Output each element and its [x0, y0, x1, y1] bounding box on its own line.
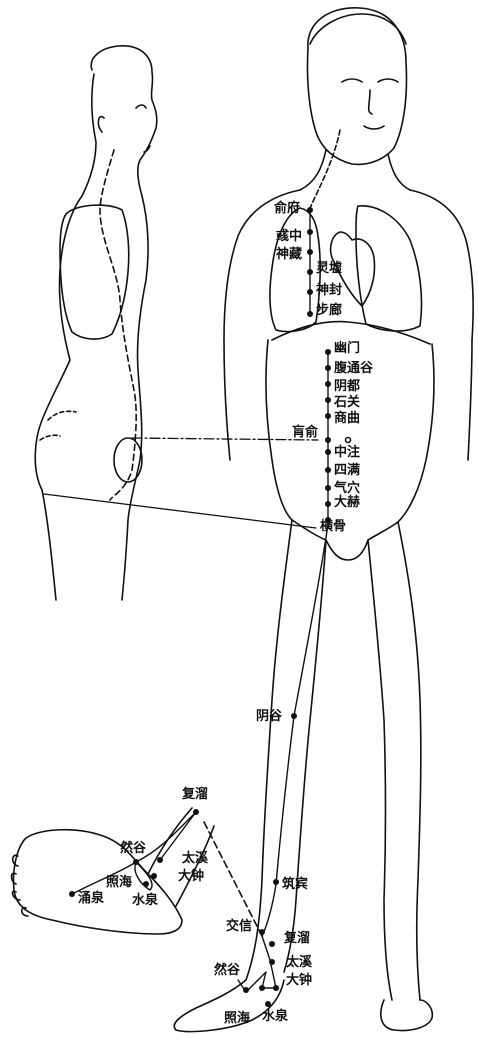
- label-shangqu: 商曲: [334, 410, 360, 426]
- dot-zhaohai-leg: [259, 985, 265, 991]
- side-thigh: [42, 490, 128, 600]
- dot-siman: [325, 467, 331, 473]
- front-arm-left: [224, 340, 230, 460]
- label-fuliu-foot: 复溜: [181, 786, 208, 802]
- side-pelvis-oval: [114, 438, 142, 482]
- label-youmen: 幽门: [334, 340, 360, 356]
- front-shoulders: [224, 190, 473, 340]
- front-foot-right: [381, 1000, 433, 1031]
- dot-shencang: [307, 249, 313, 255]
- label-yindu: 阴都: [334, 378, 360, 394]
- label-zhaohai-leg: 照海: [224, 1010, 250, 1026]
- label-yingu: 阴谷: [256, 708, 283, 724]
- front-head-outline: [307, 8, 406, 165]
- side-eye: [136, 105, 146, 108]
- front-neck: [300, 150, 410, 190]
- connector-upper: [132, 438, 318, 440]
- side-torso-outline: [35, 196, 148, 520]
- side-meridian-path: [100, 150, 136, 500]
- label-bulang: 步廊: [316, 302, 342, 318]
- dot-shufu: [307, 207, 313, 213]
- dot-dazhong-leg: [273, 985, 279, 991]
- label-dahe: 大赫: [334, 494, 360, 510]
- side-lung: [60, 205, 129, 339]
- dot-taixi-leg: [269, 959, 275, 965]
- front-leg-left: [246, 520, 326, 980]
- side-head-outline: [82, 46, 157, 196]
- label-siman: 四满: [334, 462, 360, 478]
- label-huangshu: 肓俞: [292, 424, 319, 440]
- label-taixi-leg: 太溪: [285, 954, 313, 970]
- label-rangu-foot: 然谷: [120, 840, 147, 856]
- dot-lingxu: [307, 269, 313, 275]
- label-shufu: 俞府: [273, 200, 300, 216]
- front-nose: [369, 90, 372, 114]
- label-shenfeng: 神封: [316, 282, 342, 298]
- dot-bulang: [307, 311, 313, 317]
- label-zhubin: 筑宾: [282, 876, 308, 892]
- label-henggu: 横骨: [320, 518, 346, 534]
- dot-yuzhong: [307, 229, 313, 235]
- label-zhaohai-foot: 照海: [106, 874, 132, 890]
- dot-yindu: [325, 381, 331, 387]
- front-arm-right: [468, 340, 472, 460]
- front-lung-right: [356, 206, 422, 331]
- dot-shangqu: [325, 413, 331, 419]
- label-lingxu: 灵墟: [316, 260, 342, 276]
- label-jiaoxin: 交信: [226, 918, 252, 934]
- front-meridian-leg: [262, 524, 328, 936]
- front-eyes: [342, 79, 398, 82]
- front-meridian-torso: [310, 208, 328, 524]
- front-meridian-chest-dashed: [310, 130, 340, 208]
- label-qixue: 气穴: [334, 480, 360, 496]
- front-leg-right: [368, 522, 421, 1000]
- side-ear: [98, 117, 104, 132]
- dot-rangu-leg: [243, 987, 249, 993]
- dot-fuliu-foot: [193, 809, 199, 815]
- dot-dahe: [325, 501, 331, 507]
- label-zhongzhu: 中注: [334, 444, 360, 460]
- label-rangu-leg: 然谷: [214, 962, 241, 978]
- dot-qixue: [325, 485, 331, 491]
- dot-shiguan: [325, 397, 331, 403]
- label-fuliu-leg: 复溜: [283, 930, 310, 946]
- dot-taixi-foot: [157, 857, 163, 863]
- label-futonggu: 腹通谷: [334, 360, 374, 376]
- side-view-figure: [35, 46, 157, 600]
- label-yuzhong: 彧中: [276, 228, 302, 244]
- label-dazhong-foot: 大钟: [178, 868, 204, 884]
- label-shiguan: 石关: [333, 394, 360, 410]
- label-yongquan-foot: 涌泉: [78, 890, 105, 906]
- dot-huangshu: [325, 437, 331, 443]
- dot-zhongzhu: [325, 449, 331, 455]
- side-sacrum-marks: [40, 411, 76, 440]
- dot-rangu-foot: [133, 859, 139, 865]
- dot-dazhong-foot: [151, 873, 157, 879]
- front-mouth: [364, 126, 384, 129]
- dot-fuliu-leg: [269, 941, 275, 947]
- dot-yingu: [291, 713, 297, 719]
- dot-futonggu: [325, 365, 331, 371]
- dot-shuiquan-leg: [265, 1001, 271, 1007]
- dot-zhaohai-foot: [143, 881, 149, 887]
- dot-yongquan-foot: [69, 891, 75, 897]
- dot-jiaoxin: [259, 929, 265, 935]
- label-shencang: 神藏: [276, 246, 302, 262]
- label-dazhong-leg: 大钟: [286, 972, 312, 988]
- label-shuiquan-leg: 水泉: [262, 1008, 289, 1024]
- label-shuiquan-foot: 水泉: [132, 892, 159, 908]
- front-navel: [346, 438, 351, 443]
- label-taixi-foot: 太溪: [181, 850, 209, 866]
- dot-youmen: [325, 349, 331, 355]
- front-hair: [310, 14, 406, 44]
- connector-lower: [44, 494, 316, 528]
- dot-zhubin: [273, 879, 279, 885]
- dot-shenfeng: [307, 289, 313, 295]
- acupoint-labels: 俞府 彧中 神藏 灵墟 神封 步廊 幽门 腹通谷 阴都 石关 商曲 肓俞 中注 …: [78, 200, 374, 1026]
